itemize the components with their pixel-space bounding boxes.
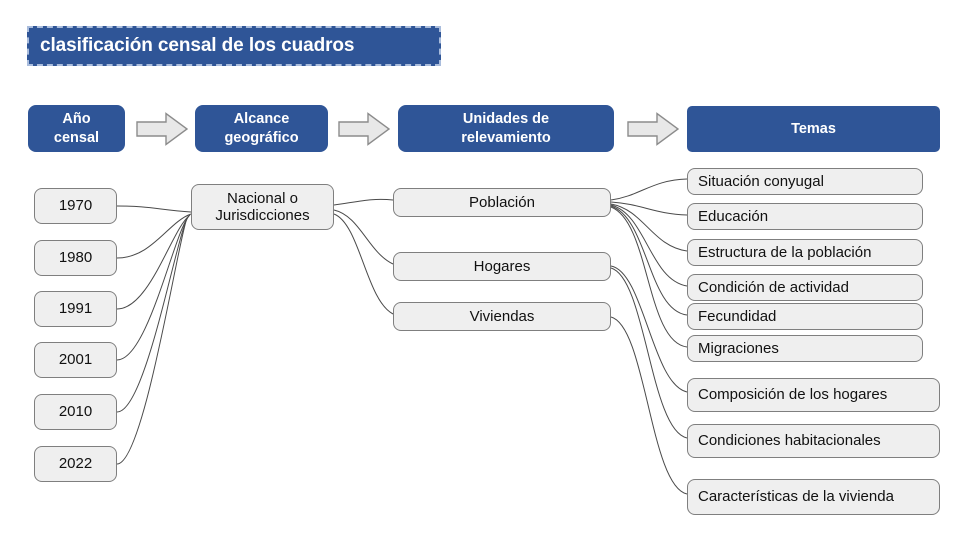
- page-title-text: clasificación censal de los cuadros: [40, 35, 355, 56]
- header-anio-line2: censal: [53, 129, 100, 146]
- node-label: Situación conyugal: [698, 172, 824, 190]
- node-label: Hogares: [473, 257, 531, 275]
- node-label: Condiciones habitacionales: [698, 432, 881, 450]
- node-tema-migraciones[interactable]: Migraciones: [687, 335, 923, 362]
- node-viviendas[interactable]: Viviendas: [393, 302, 611, 331]
- node-year-1991[interactable]: 1991: [34, 291, 117, 327]
- node-label: Estructura de la población: [698, 243, 872, 261]
- header-anio-censal[interactable]: Año censal: [28, 105, 125, 152]
- node-label: 1991: [58, 300, 93, 318]
- header-alcance-line2: geográfico: [224, 129, 299, 146]
- node-year-2010[interactable]: 2010: [34, 394, 117, 430]
- node-label: Condición de actividad: [698, 278, 849, 296]
- node-label: Migraciones: [698, 339, 779, 357]
- node-tema-condiciones-habitacionales[interactable]: Condiciones habitacionales: [687, 424, 940, 458]
- node-tema-composicion-hogares[interactable]: Composición de los hogares: [687, 378, 940, 412]
- node-year-1980[interactable]: 1980: [34, 240, 117, 276]
- node-label: 1980: [58, 249, 93, 267]
- right-arrow-icon: [627, 112, 679, 146]
- node-tema-educacion[interactable]: Educación: [687, 203, 923, 230]
- node-year-2001[interactable]: 2001: [34, 342, 117, 378]
- header-alcance-geografico[interactable]: Alcance geográfico: [195, 105, 328, 152]
- node-label: 2001: [58, 351, 93, 369]
- node-year-1970[interactable]: 1970: [34, 188, 117, 224]
- node-tema-situacion-conyugal[interactable]: Situación conyugal: [687, 168, 923, 195]
- page-title: clasificación censal de los cuadros: [27, 26, 441, 66]
- node-label: Fecundidad: [698, 307, 777, 325]
- node-label-line1: Nacional o: [227, 189, 298, 207]
- node-tema-estructura-poblacion[interactable]: Estructura de la población: [687, 239, 923, 266]
- node-tema-condicion-actividad[interactable]: Condición de actividad: [687, 274, 923, 301]
- node-tema-caracteristicas-vivienda[interactable]: Características de la vivienda: [687, 479, 940, 515]
- header-anio-line1: Año: [62, 111, 91, 128]
- node-hogares[interactable]: Hogares: [393, 252, 611, 281]
- node-label: Educación: [698, 207, 769, 225]
- header-temas[interactable]: Temas: [687, 106, 940, 152]
- node-label: 2010: [58, 403, 93, 421]
- node-nacional-o-jurisdicciones[interactable]: Nacional o Jurisdicciones: [191, 184, 334, 230]
- node-label: Viviendas: [469, 307, 535, 325]
- node-label: Características de la vivienda: [698, 488, 894, 506]
- header-alcance-line1: Alcance: [233, 111, 290, 128]
- node-label: 1970: [58, 197, 93, 215]
- right-arrow-icon: [338, 112, 390, 146]
- header-unidad-line2: relevamiento: [461, 129, 551, 146]
- node-year-2022[interactable]: 2022: [34, 446, 117, 482]
- node-tema-fecundidad[interactable]: Fecundidad: [687, 303, 923, 330]
- node-label: Composición de los hogares: [698, 386, 888, 404]
- header-unidades-relevamiento[interactable]: Unidades de relevamiento: [398, 105, 614, 152]
- node-label: 2022: [58, 455, 93, 473]
- header-unidad-line1: Unidades de: [462, 111, 550, 128]
- right-arrow-icon: [136, 112, 188, 146]
- node-poblacion[interactable]: Población: [393, 188, 611, 217]
- node-label-line2: Jurisdicciones: [215, 207, 310, 224]
- node-label: Población: [469, 193, 535, 211]
- header-temas-line1: Temas: [791, 120, 836, 137]
